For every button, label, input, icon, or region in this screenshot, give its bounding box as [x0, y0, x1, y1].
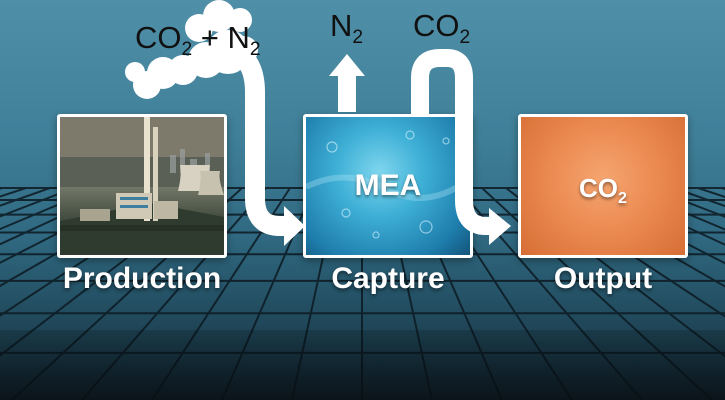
output-panel: CO2 — [518, 114, 688, 258]
production-label: Production — [62, 262, 222, 295]
flue-gas-formula: CO2 + N2 — [135, 20, 261, 61]
flue-gas-arrowhead — [284, 206, 305, 246]
capture-label: Capture — [331, 262, 445, 295]
n2-arrowhead — [329, 54, 365, 76]
flue-gas-arrow — [222, 38, 288, 236]
output-label: Output — [553, 262, 653, 295]
output-co2-label: CO2 — [579, 173, 627, 208]
vented-n2-formula: N2 — [330, 8, 364, 49]
floor-shade — [0, 330, 725, 400]
grid-line — [0, 187, 123, 246]
grid-line — [625, 187, 725, 231]
captured-co2-formula: CO2 — [413, 8, 471, 49]
n2-arrow-shaft — [338, 72, 356, 112]
smoke-cloud-icon — [125, 0, 258, 99]
capture-panel: MEA — [303, 114, 473, 258]
mea-label: MEA — [354, 169, 422, 202]
grid-line — [0, 187, 99, 231]
power-plant-icon — [60, 117, 224, 255]
co2-arrow — [411, 49, 493, 235]
production-panel — [57, 114, 227, 258]
bubbles-icon — [306, 130, 470, 239]
co2-arrowhead — [489, 208, 511, 245]
